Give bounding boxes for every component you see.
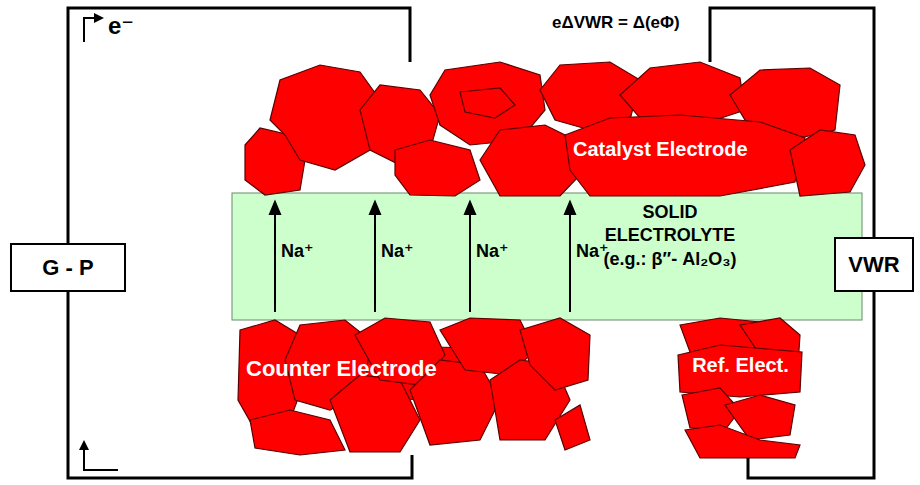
node-text: VWR <box>848 252 899 278</box>
ion-label: Na⁺ <box>476 240 509 262</box>
circuit-wire <box>68 292 412 478</box>
counter-grains <box>238 318 590 455</box>
solid-electrolyte: SOLID ELECTROLYTE (e.g.: β″- Al₂O₃) <box>232 193 862 320</box>
electrolyte-slab <box>232 193 862 320</box>
node-text: Counter Electrode <box>246 356 437 382</box>
reference-grains <box>678 318 802 458</box>
galvanostat-box: G - P <box>10 243 126 292</box>
counter-electrode: Counter Electrode <box>238 318 593 455</box>
node-text: G - P <box>42 255 93 281</box>
ion-label: Na⁺ <box>281 240 314 262</box>
node-text: Catalyst Electrode <box>573 138 748 161</box>
ion-label: Na⁺ <box>576 240 609 262</box>
node-text: SOLID ELECTROLYTE (e.g.: β″- Al₂O₃) <box>585 201 755 271</box>
circuit-wire <box>710 8 874 237</box>
circuit-wire <box>68 8 410 243</box>
work-function-equation: eΔVWR = Δ(eΦ) <box>552 13 680 33</box>
node-text: Ref. Elect. <box>678 354 803 377</box>
catalyst-grains <box>245 62 865 196</box>
electron-arrowheads <box>79 13 104 450</box>
ion-label: Na⁺ <box>381 240 414 262</box>
ion-arrows <box>270 202 575 312</box>
circuit-wire <box>748 292 874 478</box>
reference-electrode: Ref. Elect. <box>678 318 803 458</box>
catalyst-electrode: Catalyst Electrode <box>240 62 865 196</box>
electron-symbol: e⁻ <box>108 12 134 40</box>
voltmeter-box: VWR <box>834 237 914 292</box>
